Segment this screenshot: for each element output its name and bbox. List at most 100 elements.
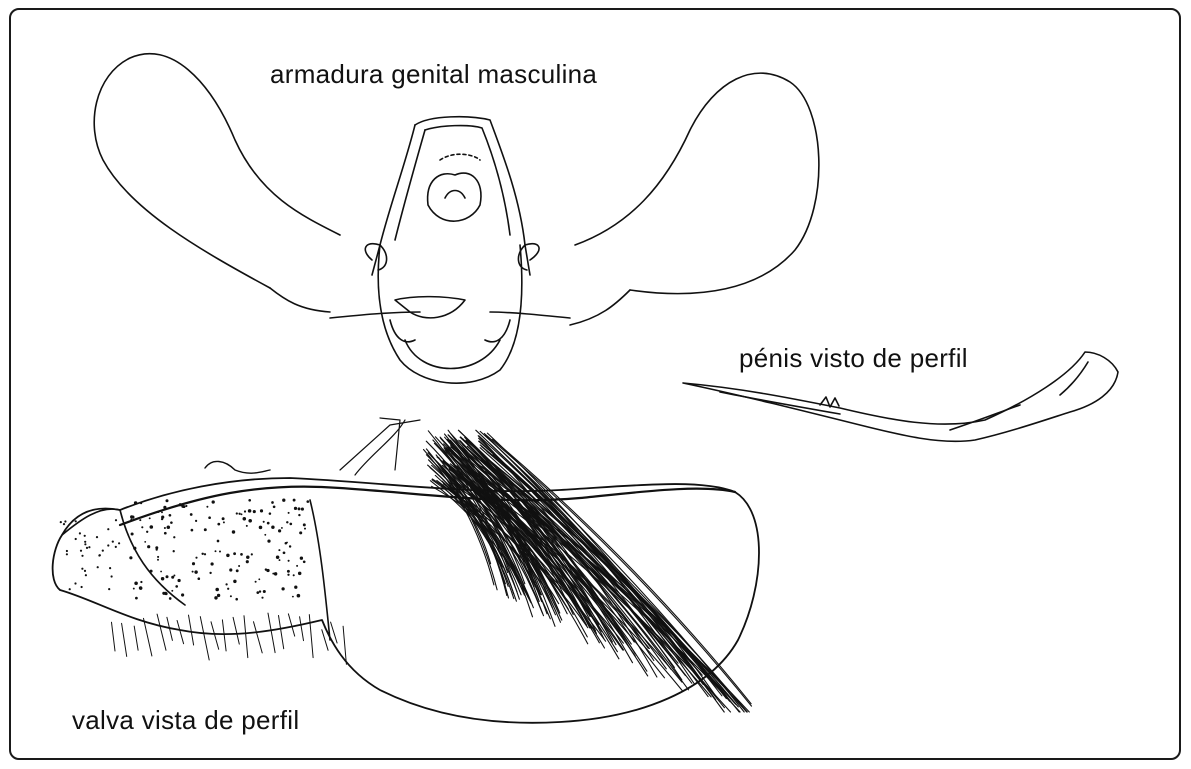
bristle: [254, 622, 263, 653]
bristle: [222, 620, 226, 651]
stipple-dot: [118, 542, 120, 544]
stipple-dot: [240, 553, 243, 556]
stipple-dot: [301, 508, 304, 511]
stipple-dot: [107, 528, 109, 530]
stipple-dot: [241, 513, 243, 515]
stipple-dot: [246, 525, 248, 527]
stipple-dot: [232, 530, 235, 533]
stipple-dot: [130, 518, 132, 520]
stipple-dot: [222, 517, 225, 520]
stipple-dot: [171, 590, 173, 592]
stipple-dot: [149, 517, 151, 519]
stipple-dot: [197, 577, 200, 580]
stipple-dot: [281, 527, 283, 529]
bristle: [112, 622, 116, 651]
stipple-dot: [157, 556, 159, 558]
stipple-dot: [255, 581, 257, 583]
stipple-dot: [166, 575, 169, 578]
stipple-dot: [131, 532, 134, 535]
stipple-dot: [66, 550, 68, 552]
stipple-dot: [278, 529, 281, 532]
stipple-dot: [112, 541, 114, 543]
right-valva-outline: [575, 73, 819, 293]
stipple-dot: [66, 553, 68, 555]
stipple-dot: [204, 553, 206, 555]
stipple-dot: [135, 597, 138, 600]
stipple-dot: [173, 575, 175, 577]
stipple-dot: [215, 588, 219, 592]
stipple-dot: [185, 505, 187, 507]
stipple-dot: [285, 542, 288, 545]
stipple-dot: [289, 523, 292, 526]
stipple-dot: [161, 516, 164, 519]
stipple-dot: [144, 541, 146, 543]
stipple-dot: [134, 501, 137, 504]
stipple-dot: [233, 552, 236, 555]
stipple-dot: [279, 559, 281, 561]
stipple-dot: [175, 585, 178, 588]
stipple-dot: [129, 556, 132, 559]
bristle: [300, 617, 304, 641]
stipple-dot: [80, 550, 82, 552]
stipple-dot: [170, 521, 173, 524]
ventral-bristles: [112, 613, 347, 664]
stipple-dot: [204, 528, 207, 531]
stipple-dot: [134, 582, 138, 586]
stipple-dot: [81, 568, 83, 570]
saccus-outline: [378, 245, 522, 383]
stipple-dot: [140, 581, 142, 583]
stipple-dot: [99, 554, 101, 556]
bristle: [211, 622, 219, 650]
bristle: [279, 616, 284, 649]
stipple-dot: [225, 583, 227, 585]
stipple-dot: [253, 510, 256, 513]
stipple-dot: [177, 579, 180, 582]
stipple-dot: [303, 560, 306, 563]
stipple-dot: [195, 520, 197, 522]
stipple-dot: [191, 529, 194, 532]
stipple-dot: [294, 586, 297, 589]
stipple-dot: [173, 550, 175, 552]
stipple-dot: [201, 553, 203, 555]
stipple-dot: [209, 572, 211, 574]
stipple-dot: [102, 550, 104, 552]
stipple-dot: [169, 597, 172, 600]
stipple-dot: [161, 511, 163, 513]
stipple-dot: [212, 500, 215, 503]
stipple-dot: [130, 515, 133, 518]
stipple-dot: [248, 519, 252, 523]
stipple-dot: [141, 526, 143, 528]
stipple-dot: [173, 536, 175, 538]
stipple-dot: [85, 574, 87, 576]
stipple-dot: [208, 516, 211, 519]
stipple-dot: [206, 506, 208, 508]
bristle: [309, 615, 313, 658]
stipple-dot: [248, 499, 251, 502]
stipple-dot: [283, 551, 286, 554]
stipple-dot: [81, 586, 83, 588]
stipple-dot: [84, 541, 86, 543]
stipple-dot: [179, 503, 182, 506]
stipple-dot: [288, 560, 290, 562]
stipple-dot: [251, 553, 253, 555]
stipple-dot: [229, 568, 232, 571]
stipple-dot: [96, 536, 98, 538]
stipple-dot: [263, 521, 265, 523]
bristle: [244, 616, 248, 658]
stipple-dot: [86, 547, 88, 549]
stipple-dot: [164, 527, 166, 529]
stipple-dot: [263, 590, 266, 593]
stipple-dot: [256, 591, 259, 594]
genital-armature-label: armadura genital masculina: [270, 59, 597, 90]
stipple-dot: [219, 550, 221, 552]
stipple-dot: [298, 507, 301, 510]
stipple-dot: [108, 588, 110, 590]
stipple-dot: [79, 532, 81, 534]
stipple-dot: [293, 574, 295, 576]
stipple-dot: [293, 499, 296, 502]
stipple-dot: [233, 580, 236, 583]
stipple-dot: [230, 595, 232, 597]
stipple-dot: [157, 559, 159, 561]
bristle: [268, 613, 275, 653]
